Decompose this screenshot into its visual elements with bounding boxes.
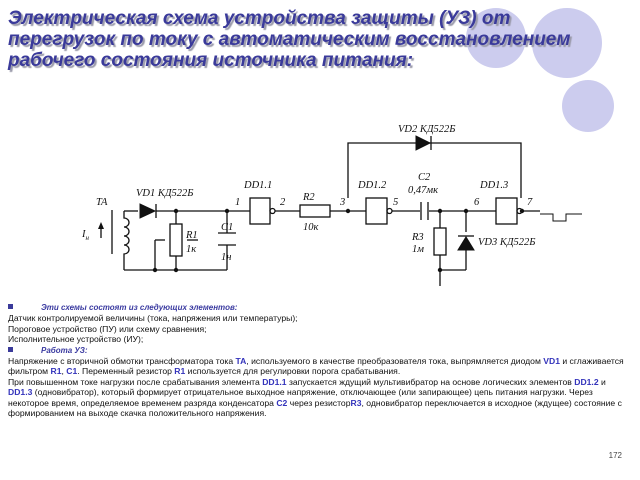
label-vd2: VD2 КД522Б	[398, 124, 455, 135]
label-pin-1: 1	[235, 197, 240, 208]
label-dd13: DD1.3	[479, 180, 508, 191]
page-number: 172	[608, 451, 622, 460]
r3-resistor	[433, 227, 447, 256]
label-ta: TA	[96, 197, 108, 208]
ta-winding	[123, 211, 130, 255]
r2-resistor	[299, 204, 331, 218]
caption-item-3: Исполнительное устройство (ИУ);	[8, 334, 144, 345]
caption-item-1: Датчик контролируемой величины (тока, на…	[8, 313, 298, 324]
label-vd3: VD3 КД522Б	[478, 237, 535, 248]
vd3-diode	[457, 236, 475, 251]
junction-dot	[173, 208, 179, 214]
label-pin-3: 3	[339, 197, 345, 208]
dd12-gate	[365, 197, 388, 225]
bullet-icon	[8, 304, 13, 309]
circuit-diagram: VD2 КД522Б TA VD1 КД522Б DD1.1 R2 DD1.2 …	[81, 124, 582, 286]
label-pin-5: 5	[393, 197, 398, 208]
label-r3: R3	[411, 232, 424, 243]
decor-circle-2	[532, 8, 602, 78]
label-c1-value: 1н	[221, 252, 231, 263]
label-r2-value: 10к	[303, 222, 319, 233]
label-pin-7: 7	[527, 197, 533, 208]
label-r2: R2	[302, 192, 315, 203]
dd11-gate	[249, 197, 271, 225]
label-dd11: DD1.1	[243, 180, 272, 191]
label-current: Iн	[81, 229, 90, 242]
bullet-icon	[8, 346, 13, 352]
label-c2: C2	[418, 172, 431, 183]
label-dd12: DD1.2	[357, 180, 387, 191]
label-pin-2: 2	[280, 197, 286, 208]
label-r1: R1	[185, 230, 198, 241]
caption-heading-2: Работа УЗ:	[8, 345, 630, 356]
vd1-diode	[139, 203, 157, 219]
decor-circle-3	[562, 80, 614, 132]
r1-resistor	[169, 223, 183, 257]
label-r3-value: 1м	[412, 244, 424, 255]
label-r1-value: 1к	[186, 244, 196, 255]
page-title: Электрическая схема устройства защиты (У…	[8, 8, 571, 71]
caption-heading-1: Эти схемы состоят из следующих элементов…	[8, 302, 630, 313]
label-vd1: VD1 КД522Б	[136, 188, 193, 199]
label-pin-6: 6	[474, 197, 480, 208]
vd2-diode	[415, 135, 432, 151]
feedback-wire	[347, 142, 522, 198]
label-c2-value: 0,47мк	[408, 185, 438, 196]
current-arrow	[98, 222, 104, 229]
label-c1: C1	[221, 222, 233, 233]
caption-paragraph-2: При повышенном токе нагрузки после сраба…	[8, 376, 622, 419]
output-pulse	[540, 213, 582, 222]
dd13-gate	[495, 197, 518, 225]
caption-item-2: Пороговое устройство (ПУ) или схему срав…	[8, 323, 207, 334]
caption-paragraph-1: Напряжение с вторичной обмотки трансформ…	[8, 356, 624, 377]
caption: Эти схемы состоят из следующих элементов…	[8, 302, 630, 418]
decor-circle-1	[466, 8, 526, 68]
